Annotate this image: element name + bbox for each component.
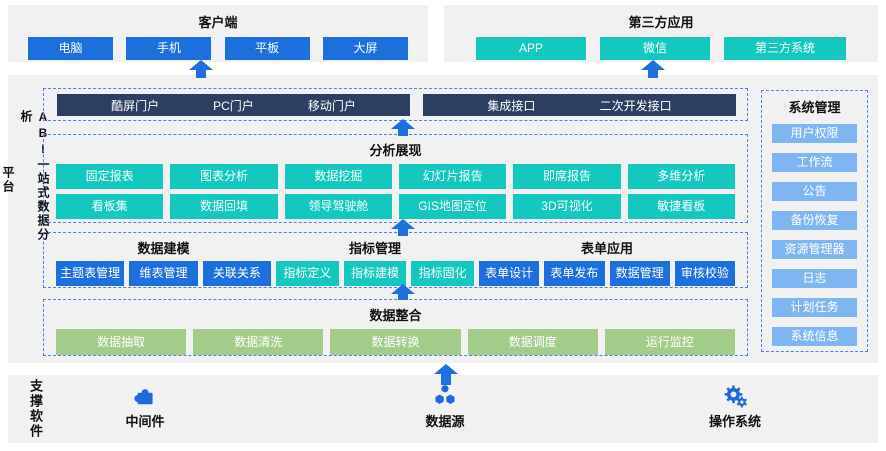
integration-chip: 数据清洗 xyxy=(193,329,324,355)
group-title: 指标管理 xyxy=(348,241,401,256)
system-chip: 用户权限 xyxy=(772,124,857,143)
analysis-row-1: 固定报表图表分析数据挖掘幻灯片报告即席报告多维分析 xyxy=(44,164,747,189)
client-device-chip: 平板 xyxy=(224,37,310,60)
support-item-os: 操作系统 xyxy=(690,383,780,430)
modeling-chip: 主题表管理 xyxy=(56,261,125,286)
integration-chip: 数据转换 xyxy=(330,329,461,355)
portal-bar: 酷屏门户 PC门户 移动门户 xyxy=(57,94,410,116)
interface-item: 集成接口 xyxy=(487,98,536,113)
analysis-chip: 幻灯片报告 xyxy=(398,164,507,189)
support-item-datasource: 数据源 xyxy=(400,383,490,430)
indicator-chip: 指标固化 xyxy=(411,261,475,286)
system-chip: 系统信息 xyxy=(772,327,857,346)
integration-chip: 数据调度 xyxy=(467,329,598,355)
analysis-chip: 多维分析 xyxy=(627,164,735,189)
support-panel: 支撑软件 中间件 数据源 xyxy=(8,375,878,443)
system-management-section: 系统管理 用户权限工作流公告备份恢复资源管理器日志计划任务系统信息 xyxy=(761,90,868,352)
up-arrow xyxy=(641,60,665,78)
integration-chip: 运行监控 xyxy=(604,329,736,355)
modeling-chip: 维表管理 xyxy=(129,261,198,286)
system-chip: 备份恢复 xyxy=(772,211,857,230)
portal-item: PC门户 xyxy=(213,98,254,113)
system-chip: 公告 xyxy=(772,182,857,201)
analysis-section-title: 分析展现 xyxy=(369,143,422,158)
system-column: 用户权限工作流公告备份恢复资源管理器日志计划任务系统信息 xyxy=(762,116,867,346)
interface-item: 二次开发接口 xyxy=(599,98,672,113)
system-chip: 资源管理器 xyxy=(772,240,857,259)
indicator-chip: 指标定义 xyxy=(276,261,339,286)
client-panel-title: 客户端 xyxy=(198,15,238,30)
analysis-chip: GIS地图定位 xyxy=(398,194,507,219)
modeling-chip: 关联关系 xyxy=(202,261,271,286)
analysis-chip: 数据回填 xyxy=(170,194,278,219)
up-arrow xyxy=(391,219,415,236)
support-title-text: 支撑软件 xyxy=(28,379,43,439)
up-arrow xyxy=(391,119,415,136)
client-device-chip: 大屏 xyxy=(322,37,408,60)
third-party-chip-wechat: 微信 xyxy=(600,37,710,60)
integration-row: 数据抽取数据清洗数据转换数据调度运行监控 xyxy=(44,329,747,355)
group-title: 表单应用 xyxy=(580,241,633,256)
client-device-chip: 电脑 xyxy=(28,37,113,60)
analysis-chip: 敏捷看板 xyxy=(627,194,735,219)
group-form-application: 表单应用 表单设计表单发布数据管理审核校验 xyxy=(479,237,735,287)
gears-icon xyxy=(724,385,748,408)
platform-panel: 平台 ABI一站式数据分析 酷屏门户 PC门户 移动门户 集成接口 二次开发接口 分析… xyxy=(1,75,878,363)
group-data-modeling: 数据建模 主题表管理维表管理关联关系 xyxy=(56,237,271,287)
hexagons-icon xyxy=(435,385,455,405)
support-item-label: 数据源 xyxy=(425,414,465,429)
up-arrow xyxy=(189,60,213,78)
analysis-chip: 即席报告 xyxy=(513,164,621,189)
platform-title-wrap-column: 平台 xyxy=(1,166,15,194)
puzzle-icon xyxy=(134,389,153,405)
third-party-panel-title: 第三方应用 xyxy=(628,15,694,30)
platform-vertical-title: 平台 ABI一站式数据分析 xyxy=(1,110,50,250)
form-chip: 表单发布 xyxy=(544,261,605,286)
portal-item: 酷屏门户 xyxy=(111,98,160,113)
analysis-chip: 看板集 xyxy=(56,194,164,219)
form-chip: 审核校验 xyxy=(674,261,735,286)
group-title: 数据建模 xyxy=(137,241,190,256)
third-party-chip-external-system: 第三方系统 xyxy=(724,37,846,60)
integration-section: 数据整合 数据抽取数据清洗数据转换数据调度运行监控 xyxy=(43,299,748,356)
form-chip: 表单设计 xyxy=(479,261,540,286)
analysis-section: 分析展现 固定报表图表分析数据挖掘幻灯片报告即席报告多维分析 看板集数据回填领导… xyxy=(43,134,748,223)
portal-item: 移动门户 xyxy=(307,98,356,113)
system-chip: 工作流 xyxy=(772,153,857,172)
analysis-chip: 领导驾驶舱 xyxy=(284,194,392,219)
group-row: 表单设计表单发布数据管理审核校验 xyxy=(479,261,735,286)
third-party-chip-app: APP xyxy=(476,37,586,60)
client-device-chip: 手机 xyxy=(126,37,212,60)
analysis-chip: 3D可视化 xyxy=(513,194,621,219)
system-section-title: 系统管理 xyxy=(788,100,841,115)
integration-section-title: 数据整合 xyxy=(369,308,422,323)
support-item-label: 中间件 xyxy=(125,414,165,429)
modeling-section: 数据建模 主题表管理维表管理关联关系 指标管理 指标定义指标建模指标固化 表单应… xyxy=(43,232,748,288)
third-party-panel: 第三方应用 APP 微信 第三方系统 xyxy=(444,5,878,62)
client-device-row: 电脑手机平板大屏 xyxy=(8,37,428,60)
indicator-chip: 指标建模 xyxy=(343,261,407,286)
support-vertical-title: 支撑软件 xyxy=(26,379,45,439)
group-indicator-management: 指标管理 指标定义指标建模指标固化 xyxy=(276,237,475,287)
up-arrow xyxy=(434,364,458,385)
third-party-row: APP 微信 第三方系统 xyxy=(444,37,878,60)
system-chip: 日志 xyxy=(772,269,857,288)
group-row: 主题表管理维表管理关联关系 xyxy=(56,261,271,286)
up-arrow xyxy=(391,284,415,300)
system-chip: 计划任务 xyxy=(772,298,857,317)
portal-section: 酷屏门户 PC门户 移动门户 集成接口 二次开发接口 xyxy=(43,88,748,121)
interface-bar: 集成接口 二次开发接口 xyxy=(423,94,736,116)
analysis-chip: 图表分析 xyxy=(170,164,278,189)
group-row: 指标定义指标建模指标固化 xyxy=(276,261,475,286)
form-chip: 数据管理 xyxy=(609,261,670,286)
analysis-chip: 固定报表 xyxy=(56,164,164,189)
support-item-middleware: 中间件 xyxy=(100,383,190,430)
support-item-label: 操作系统 xyxy=(708,414,761,429)
integration-chip: 数据抽取 xyxy=(56,329,187,355)
analysis-chip: 数据挖掘 xyxy=(284,164,392,189)
client-panel: 客户端 电脑手机平板大屏 xyxy=(8,5,428,62)
